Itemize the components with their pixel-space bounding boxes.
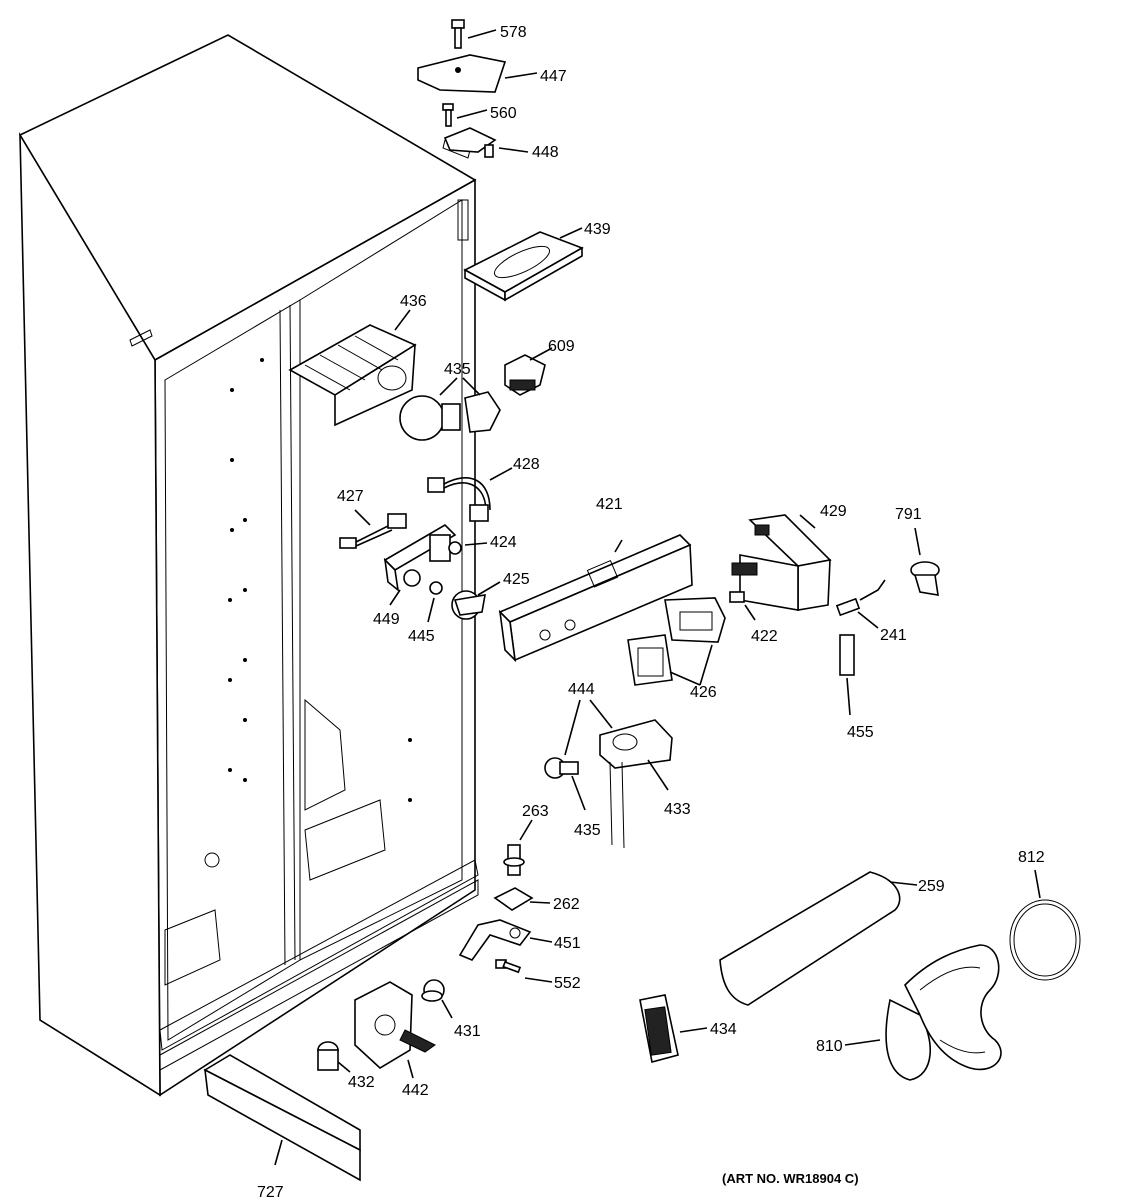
callout-810: 810 [816, 1038, 843, 1055]
callout-421: 421 [596, 496, 623, 513]
part-791 [910, 527, 940, 596]
fan-assembly-442 [354, 981, 436, 1079]
callout-727: 727 [257, 1184, 284, 1200]
light-housing-436 [288, 309, 417, 427]
callout-552: 552 [554, 975, 581, 992]
art-number: (ART NO. WR18904 C) [722, 1171, 859, 1186]
grille-727 [203, 1054, 361, 1182]
callout-444-leaders [564, 699, 613, 756]
temperature-control-424 [383, 523, 488, 606]
callout-425: 425 [503, 571, 530, 588]
callout-241: 241 [880, 627, 907, 644]
hinge-448 [443, 127, 529, 158]
callout-432: 432 [348, 1074, 375, 1091]
light-socket-435 [544, 757, 586, 811]
callout-435-lower: 435 [574, 822, 601, 839]
part-241 [835, 579, 886, 629]
ice-maker-tube-810 [844, 944, 1002, 1081]
callout-431: 431 [454, 1023, 481, 1040]
callout-262: 262 [553, 896, 580, 913]
callout-560: 560 [490, 105, 517, 122]
callout-791: 791 [895, 506, 922, 523]
callout-445: 445 [408, 628, 435, 645]
callout-447: 447 [540, 68, 567, 85]
light-shield-439 [463, 227, 584, 302]
callout-433: 433 [664, 801, 691, 818]
part-262 [493, 887, 551, 911]
callout-429: 429 [820, 503, 847, 520]
paddle-426 [627, 597, 726, 686]
knob-425 [451, 581, 501, 620]
callout-422: 422 [751, 628, 778, 645]
wire-harness-428 [427, 467, 513, 522]
callout-424: 424 [490, 534, 517, 551]
callout-455: 455 [847, 724, 874, 741]
gasket-445 [427, 581, 443, 623]
callout-812: 812 [1018, 849, 1045, 866]
callout-449: 449 [373, 611, 400, 628]
callout-259: 259 [918, 878, 945, 895]
screw-552 [495, 959, 553, 983]
callout-435-upper: 435 [444, 361, 471, 378]
cover-259 [719, 871, 918, 1006]
callout-434: 434 [710, 1021, 737, 1038]
callout-444: 444 [568, 681, 595, 698]
callout-426: 426 [690, 684, 717, 701]
refrigerator-cabinet [18, 34, 479, 1097]
callout-442: 442 [402, 1082, 429, 1099]
callout-439: 439 [584, 221, 611, 238]
hinge-cover-447 [417, 54, 538, 93]
part-431 [421, 979, 453, 1019]
screw-560 [442, 103, 488, 127]
callout-609: 609 [548, 338, 575, 355]
tube-812 [1009, 869, 1081, 981]
callout-263: 263 [522, 803, 549, 820]
hinge-451 [458, 919, 553, 961]
callout-451: 451 [554, 935, 581, 952]
callout-448: 448 [532, 144, 559, 161]
grille-434 [639, 994, 708, 1063]
part-455 [839, 634, 855, 716]
control-housing-421 [498, 534, 693, 663]
part-263 [503, 819, 533, 876]
light-housing-433 [599, 719, 673, 849]
dispenser-housing-429 [731, 514, 832, 611]
callout-578: 578 [500, 24, 527, 41]
light-switch-609 [504, 347, 553, 396]
part-422 [729, 591, 756, 621]
callout-436: 436 [400, 293, 427, 310]
light-bulb-435 [399, 377, 501, 441]
screw-578 [451, 19, 497, 49]
wire-harness-427 [339, 509, 407, 549]
callout-427: 427 [337, 488, 364, 505]
callout-428: 428 [513, 456, 540, 473]
part-432 [317, 1041, 351, 1073]
